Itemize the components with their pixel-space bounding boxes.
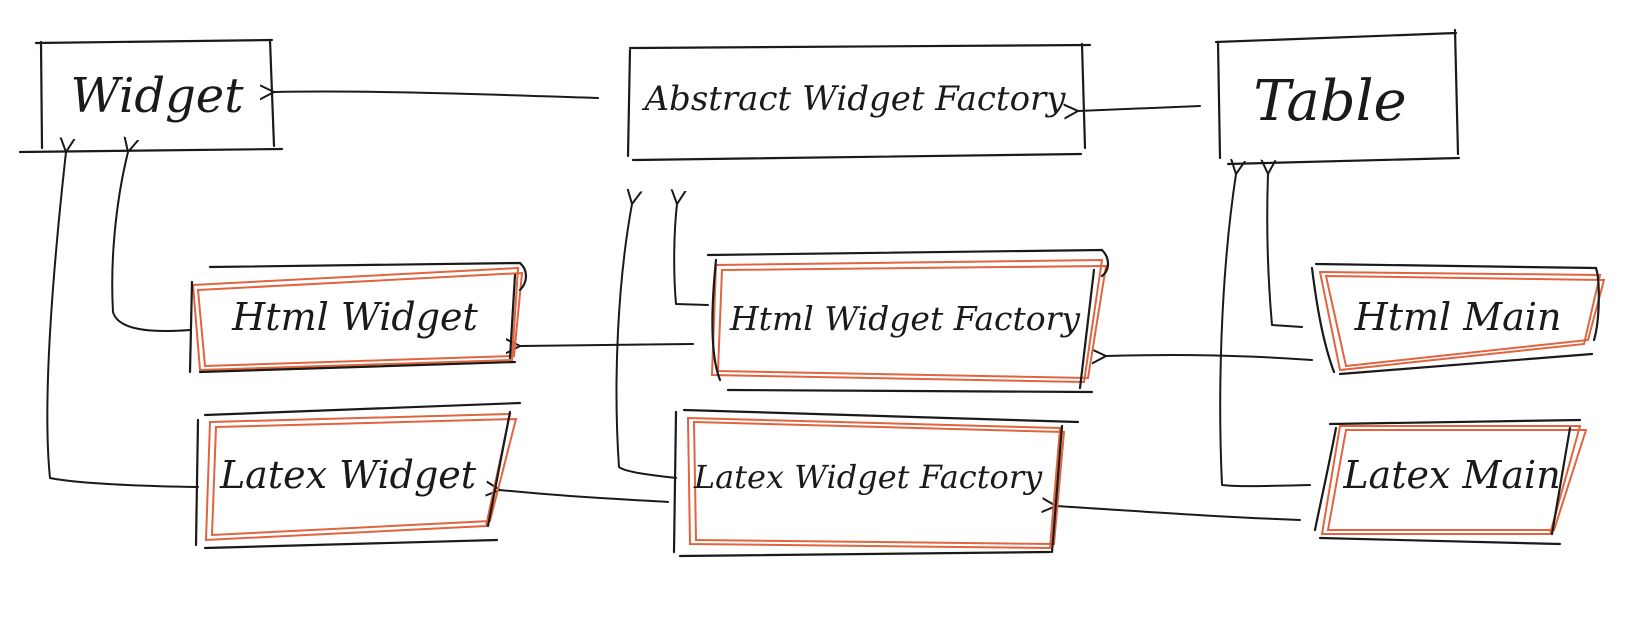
edge-abstract-factory-to-widget — [274, 92, 599, 98]
node-latex-widget-factory-label: Latex Widget Factory — [693, 458, 1043, 496]
node-latex-widget-label: Latex Widget — [219, 453, 477, 497]
node-html-widget-label: Html Widget — [231, 295, 478, 339]
edge-latex-factory-to-abstract-factory — [615, 204, 677, 479]
node-widget-label: Widget — [71, 68, 245, 124]
node-abstract-widget-factory-label: Abstract Widget Factory — [642, 79, 1067, 119]
edges — [46, 92, 1313, 521]
edge-html-main-to-html-factory — [1106, 355, 1313, 360]
node-html-main: Html Main — [1310, 262, 1606, 376]
node-widget: Widget — [18, 38, 284, 154]
edge-latex-widget-to-widget — [46, 152, 199, 488]
edge-latex-factory-to-latex-widget — [500, 490, 669, 503]
edge-html-widget-to-widget — [111, 152, 191, 333]
node-html-widget-factory-label: Html Widget Factory — [729, 299, 1081, 338]
edge-latex-main-to-table — [1219, 174, 1311, 488]
node-table-label: Table — [1253, 69, 1406, 134]
node-latex-main: Latex Main — [1313, 418, 1588, 546]
node-html-main-label: Html Main — [1354, 295, 1562, 339]
node-abstract-widget-factory: Abstract Widget Factory — [626, 42, 1092, 162]
node-latex-widget-factory: Latex Widget Factory — [672, 408, 1080, 558]
edge-html-factory-to-html-widget — [520, 344, 694, 346]
edge-html-main-to-table — [1267, 174, 1303, 328]
edge-html-factory-to-abstract-factory — [674, 204, 709, 306]
edge-table-to-abstract-factory — [1078, 106, 1201, 111]
edge-latex-main-to-latex-factory — [1056, 506, 1301, 521]
node-html-widget-factory: Html Widget Factory — [706, 248, 1110, 394]
node-table: Table — [1214, 28, 1461, 166]
node-html-widget: Html Widget — [188, 261, 528, 374]
node-latex-widget: Latex Widget — [194, 401, 522, 550]
node-latex-main-label: Latex Main — [1342, 453, 1560, 497]
